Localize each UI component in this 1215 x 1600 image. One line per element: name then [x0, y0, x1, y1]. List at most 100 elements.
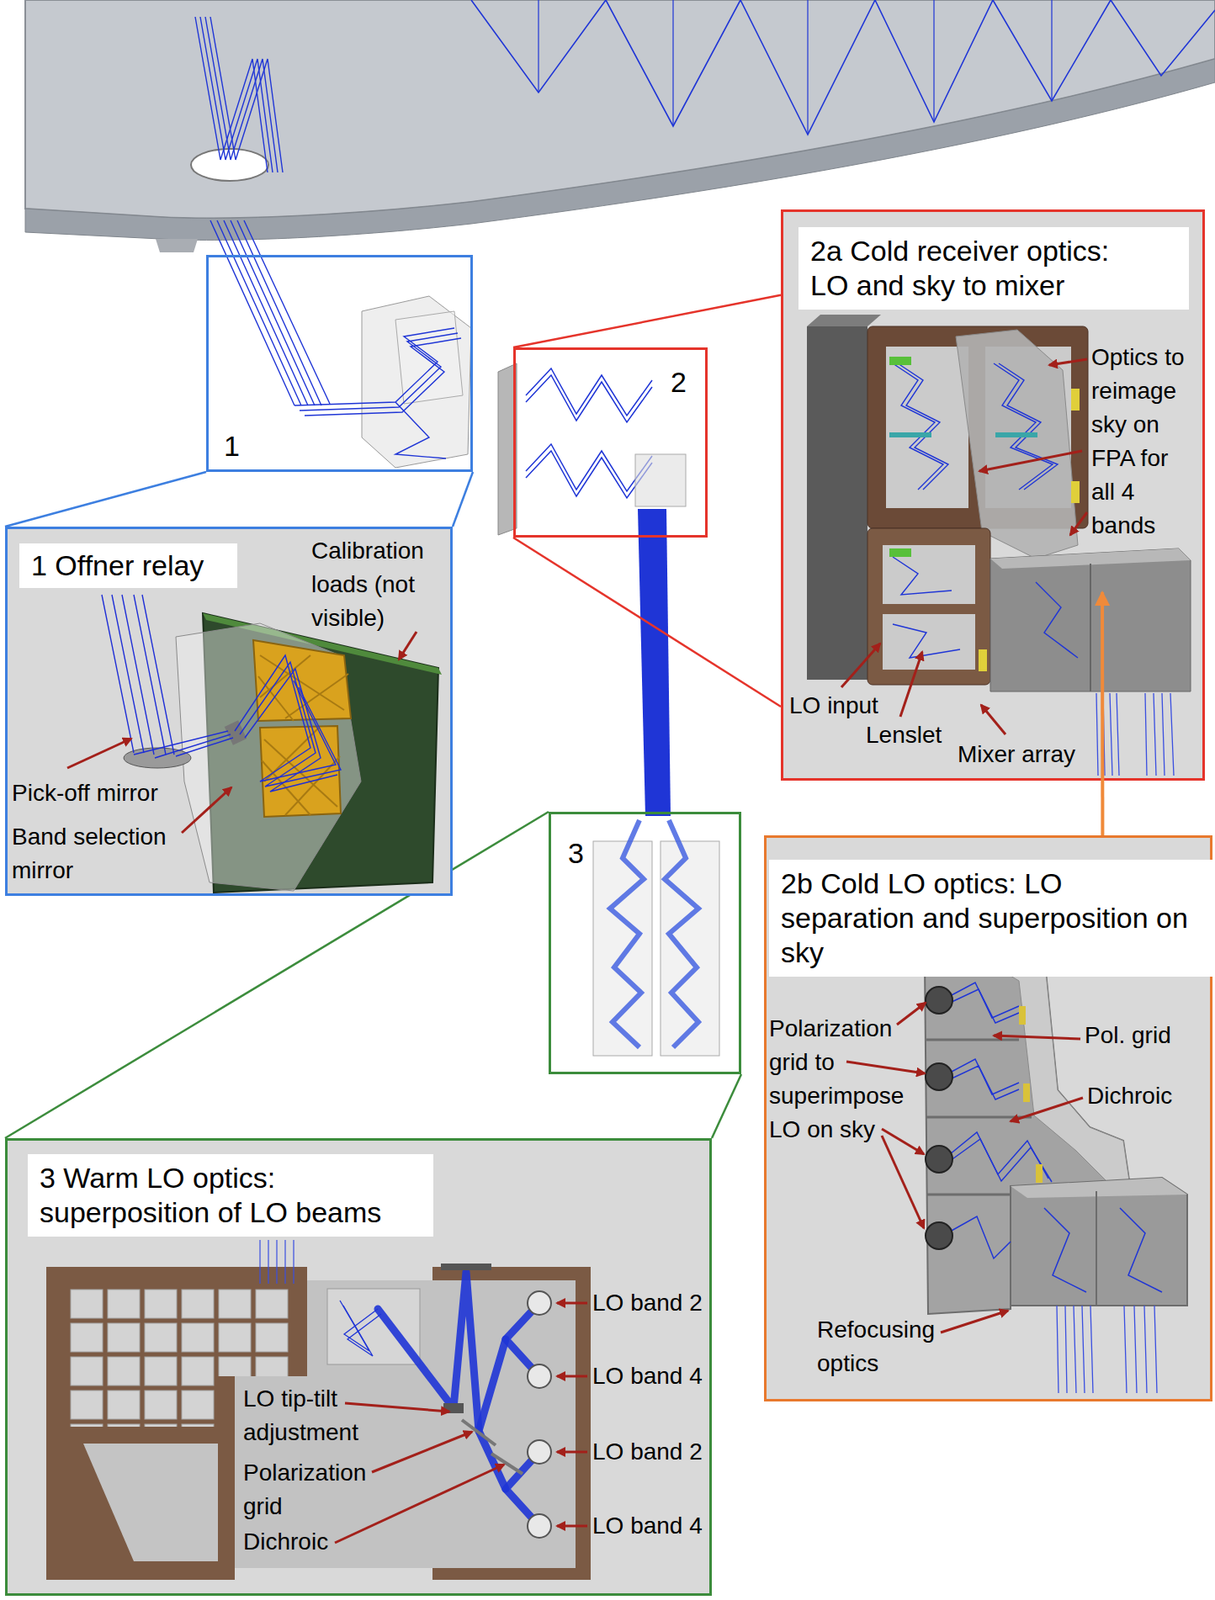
- cold-receiver-illustration: [998, 363, 1058, 490]
- warm-lo-illustration: [327, 1289, 420, 1365]
- warm-lo-miniature: [593, 820, 720, 1056]
- cold-receiver-illustration: [882, 614, 976, 670]
- leader-arrow: [940, 1310, 1009, 1333]
- cold-receiver-illustration: [892, 557, 952, 595]
- offner-relay-miniature: [299, 333, 458, 411]
- zoom-line: [452, 472, 473, 527]
- warm-lo-illustration: [343, 1305, 382, 1357]
- cold-lo-illustration: [968, 950, 1131, 1187]
- receiver-miniature: [635, 454, 686, 507]
- cold-lo-illustration: [949, 1139, 1052, 1183]
- leader-arrow: [981, 705, 1006, 735]
- cold-receiver-illustration: [995, 432, 1038, 438]
- ray-bundle: [210, 220, 330, 406]
- callout-label: Calibration loads (not visible): [311, 534, 450, 636]
- leader-arrow: [1010, 1098, 1083, 1122]
- cold-lo-illustration: [925, 986, 953, 1250]
- warm-lo-illustration: [339, 1300, 378, 1352]
- offner-relay-illustration: [224, 720, 247, 745]
- telescope-plate: [155, 238, 198, 253]
- cold-receiver-illustration: [897, 363, 949, 490]
- callout-label: LO tip-tilt adjustment: [243, 1382, 385, 1450]
- cold-lo-illustration: [925, 1146, 953, 1173]
- offner-relay-miniature: [304, 338, 462, 416]
- offner-relay-miniature: [294, 328, 462, 459]
- cold-lo-illustration: [925, 1063, 953, 1091]
- warm-lo-illustration: [377, 1272, 479, 1432]
- cold-receiver-illustration: [990, 548, 1191, 692]
- warm-lo-illustration: [527, 1364, 552, 1389]
- receiver-miniature: [525, 444, 653, 492]
- zoom-box: 2: [513, 347, 708, 538]
- zoom-box: 1: [206, 254, 473, 473]
- leader-arrow: [1049, 359, 1088, 366]
- leader-arrow: [67, 738, 132, 769]
- warm-lo-illustration: [527, 1291, 552, 1539]
- cold-receiver-illustration: [867, 528, 991, 685]
- cold-receiver-illustration: [978, 649, 987, 672]
- offner-relay-miniature: [395, 402, 446, 459]
- leader-arrow: [557, 1525, 588, 1529]
- truss-lines: [471, 0, 1215, 135]
- leader-arrow: [896, 1002, 926, 1025]
- cold-receiver-illustration: [889, 548, 912, 558]
- warm-lo-illustration: [66, 1376, 218, 1428]
- callout-label: Pick-off mirror: [11, 776, 159, 811]
- zoom-line: [5, 472, 207, 527]
- ray-bundle: [210, 16, 283, 173]
- warm-lo-miniature: [610, 820, 699, 1048]
- receiver-miniature: [525, 450, 653, 499]
- zoom-line: [513, 295, 781, 348]
- cold-receiver-illustration: [892, 363, 1078, 658]
- warm-lo-illustration: [527, 1440, 552, 1465]
- offner-relay-illustration: [175, 623, 361, 892]
- cold-receiver-illustration: [882, 545, 976, 605]
- warm-lo-illustration: [491, 1453, 523, 1475]
- leader-arrow: [846, 1061, 925, 1074]
- cold-receiver-illustration: [806, 326, 868, 680]
- telescope-plate: [25, 0, 1215, 218]
- ray-bundle: [200, 16, 273, 173]
- warm-lo-miniature: [610, 820, 644, 1048]
- offner-relay-illustration: [101, 594, 341, 792]
- callout-number: 1: [223, 429, 240, 463]
- ray-bundle: [195, 16, 268, 173]
- leader-arrow: [344, 1403, 450, 1412]
- callout-label: LO band 4: [592, 1359, 703, 1394]
- offner-relay-miniature: [294, 296, 472, 468]
- cold-lo-illustration: [1095, 1191, 1098, 1306]
- cold-lo-illustration: [925, 1222, 953, 1250]
- telescope-plate: [191, 148, 269, 181]
- cold-receiver-illustration: [1089, 563, 1092, 692]
- callout-label: Optics to reimage sky on FPA for all 4 b…: [1091, 340, 1193, 543]
- ray-bundle: [205, 16, 278, 173]
- leader-arrow: [181, 787, 232, 833]
- zoom-line: [452, 472, 781, 1139]
- cold-lo-illustration: [1018, 1006, 1043, 1184]
- warm-lo-illustration: [527, 1514, 552, 1539]
- leader-arrow: [841, 643, 881, 688]
- callout-label: Polarization grid to superimpose LO on s…: [769, 1012, 919, 1147]
- cold-lo-illustration: [1023, 1083, 1030, 1103]
- cold-lo-illustration: [925, 986, 953, 1014]
- zoom-line: [711, 1074, 742, 1139]
- leader-arrow: [67, 359, 1088, 1544]
- zoom-line: [513, 537, 781, 707]
- cold-receiver-illustration: [806, 314, 881, 327]
- warm-lo-illustration: [440, 1263, 492, 1271]
- leader-arrow: [557, 1302, 588, 1306]
- leader-arrow: [993, 1035, 1081, 1040]
- callout-label: Dichroic: [243, 1525, 329, 1560]
- leader-arrow: [881, 1129, 924, 1155]
- warm-lo-illustration: [527, 1291, 552, 1316]
- warm-lo-miniature: [660, 841, 720, 1056]
- leader-arrow: [881, 1135, 924, 1229]
- warm-lo-illustration: [478, 1339, 506, 1490]
- leader-arrow: [979, 450, 1083, 472]
- callout-label: Dichroic: [1087, 1079, 1173, 1114]
- leader-arrow: [1070, 512, 1088, 536]
- offner-relay-miniature: [361, 296, 472, 468]
- cold-receiver-illustration: [889, 432, 932, 438]
- callout-label: Refocusing optics: [817, 1313, 944, 1381]
- callout-label: Mixer array: [957, 737, 1076, 772]
